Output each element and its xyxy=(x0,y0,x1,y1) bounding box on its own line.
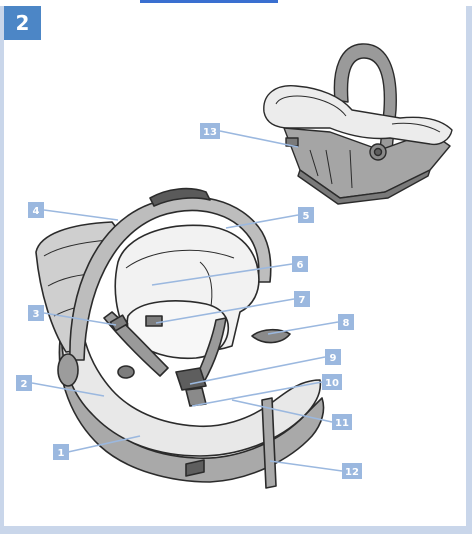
callout-11-label: 11 xyxy=(335,418,349,429)
callout-8-label: 8 xyxy=(343,318,350,329)
callout-5-label: 5 xyxy=(303,211,310,222)
leader-9 xyxy=(189,356,326,385)
leader-5 xyxy=(225,214,299,229)
carry-handle xyxy=(69,196,272,361)
leader-7 xyxy=(155,298,295,324)
callout-13-label: 13 xyxy=(203,127,217,138)
callout-4: 4 xyxy=(28,202,44,218)
top-strip xyxy=(0,0,472,6)
leader-11 xyxy=(231,399,333,423)
callout-7-label: 7 xyxy=(299,295,306,306)
leader-3 xyxy=(43,312,117,326)
leader-10 xyxy=(191,381,323,407)
callout-10: 10 xyxy=(322,374,342,390)
side-view-fabric xyxy=(263,85,453,146)
callout-8: 8 xyxy=(338,314,354,330)
callout-4-label: 4 xyxy=(33,206,40,217)
callout-12: 12 xyxy=(342,463,362,479)
front-view-seat xyxy=(35,187,325,489)
leader-4 xyxy=(43,209,119,221)
leader-6 xyxy=(151,263,293,286)
callout-12-label: 12 xyxy=(345,467,359,478)
callout-2-label: 2 xyxy=(21,379,28,390)
callout-7: 7 xyxy=(294,291,310,307)
callout-9: 9 xyxy=(325,349,341,365)
callout-11: 11 xyxy=(332,414,352,430)
leader-1 xyxy=(67,435,141,453)
adjuster-strap xyxy=(261,397,277,489)
callout-6-label: 6 xyxy=(297,260,304,271)
callout-3-label: 3 xyxy=(33,309,40,320)
leader-8 xyxy=(267,321,339,335)
side-view-seat xyxy=(263,43,453,205)
leader-13 xyxy=(219,130,299,148)
callout-6: 6 xyxy=(292,256,308,272)
leader-12 xyxy=(269,460,343,472)
top-link-underline xyxy=(140,0,278,3)
callout-10-label: 10 xyxy=(325,378,339,389)
callout-2: 2 xyxy=(16,375,32,391)
callout-1-label: 1 xyxy=(58,448,65,459)
leader-lines xyxy=(31,130,343,472)
callout-9-label: 9 xyxy=(330,353,337,364)
harness-buckle xyxy=(175,367,207,391)
callout-1: 1 xyxy=(53,444,69,460)
callout-5: 5 xyxy=(298,207,314,223)
leader-2 xyxy=(31,382,105,397)
figure-number-badge: 2 xyxy=(4,6,41,40)
callout-3: 3 xyxy=(28,305,44,321)
callout-13: 13 xyxy=(200,123,220,139)
